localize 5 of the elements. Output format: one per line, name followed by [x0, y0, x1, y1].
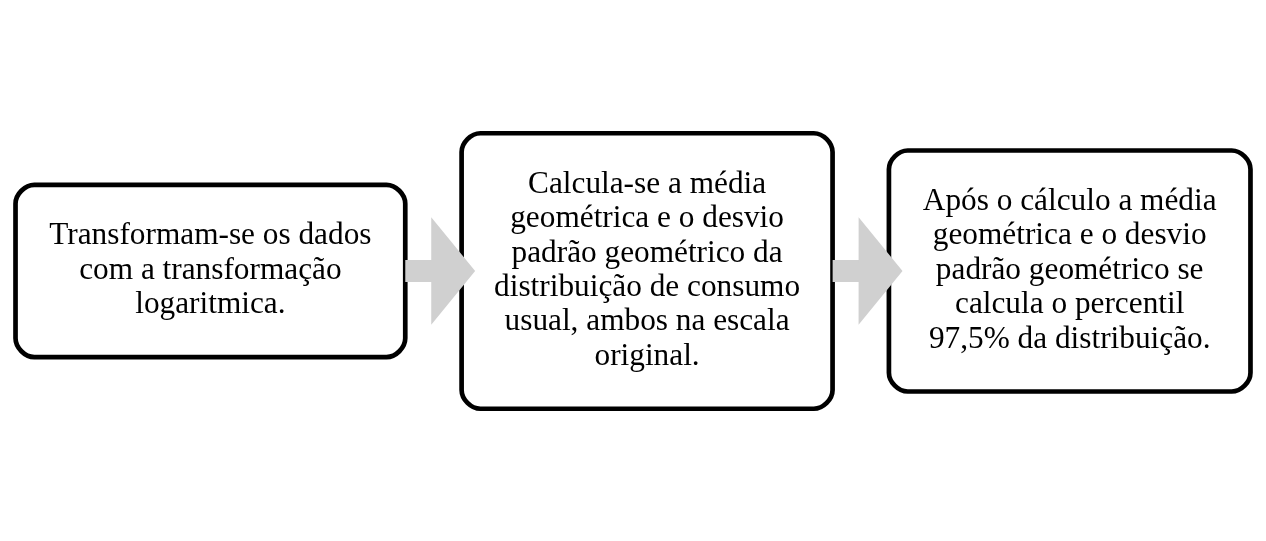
arrow [832, 216, 903, 325]
node-box: Transformam-se os dados com a transformação logaritmica. [13, 182, 408, 359]
node-box: Calcula-se a média geométrica e o desvio padrão geométrico da distribuição de consumo usual, ambos na escala original. [459, 130, 835, 411]
arrow [405, 216, 476, 325]
node-box: Após o cálculo a média geométrica e o desvio padrão geométrico se calcula o percentil 97,5% da distribuição. [886, 147, 1253, 394]
